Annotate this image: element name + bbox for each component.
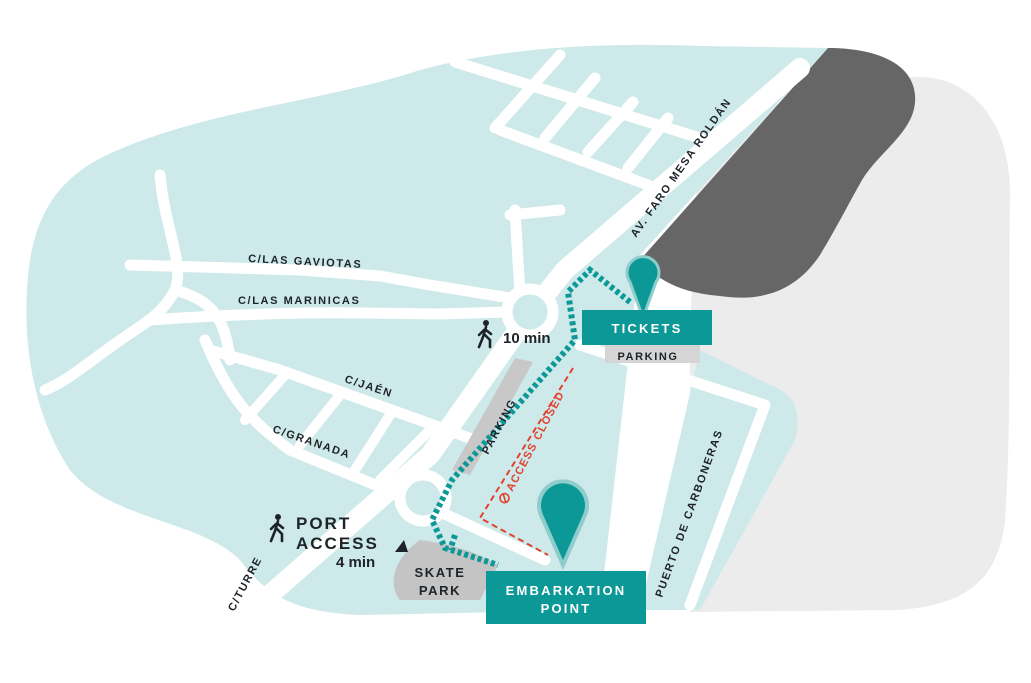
tickets-pin[interactable] (625, 255, 661, 323)
no-entry-icon (499, 492, 510, 504)
walking-person-icon (477, 320, 493, 349)
port-access-line1: PORT (296, 514, 351, 533)
walk-time-top: 10 min (503, 330, 551, 347)
tickets-label: TICKETS (611, 321, 682, 336)
sea-area (640, 48, 916, 298)
walking-route (428, 265, 632, 568)
road-network (39, 49, 810, 622)
road-west-loop (39, 169, 236, 396)
road-marinicas (144, 306, 511, 326)
embarkation-line1: EMBARKATION (506, 583, 627, 598)
skate-park-line2: PARK (419, 583, 461, 598)
embarkation-line2: POINT (541, 601, 592, 616)
roundabout-north (501, 283, 559, 341)
road-granada (199, 334, 406, 501)
road-granada-grid (240, 370, 435, 485)
parking-top-area (605, 345, 700, 363)
skate-park-line1: SKATE (414, 565, 465, 580)
map-pin-icon[interactable] (537, 479, 589, 570)
tickets-box[interactable] (582, 310, 712, 345)
parking-side-area (452, 358, 533, 475)
road-gaviotas (124, 259, 516, 304)
street-gaviotas: C/LAS GAVIOTAS (248, 253, 363, 271)
roundabout-south (394, 469, 452, 527)
road-block-grid (449, 49, 706, 191)
map-pin-icon (625, 255, 661, 323)
road-jaen (204, 344, 481, 446)
port-access-line2: ACCESS (296, 534, 379, 553)
street-marinicas: C/LAS MARINICAS (238, 295, 360, 307)
no-entry-slash (502, 493, 507, 503)
embarkation-box[interactable] (486, 571, 646, 624)
walking-person-icon (269, 514, 285, 543)
land-area (26, 44, 829, 616)
direction-triangle-icon (395, 540, 408, 552)
road-carboneras (574, 339, 771, 611)
port-access-time: 4 min (336, 554, 375, 571)
parking-top-label: PARKING (617, 351, 678, 363)
road-north-stub (504, 204, 566, 301)
